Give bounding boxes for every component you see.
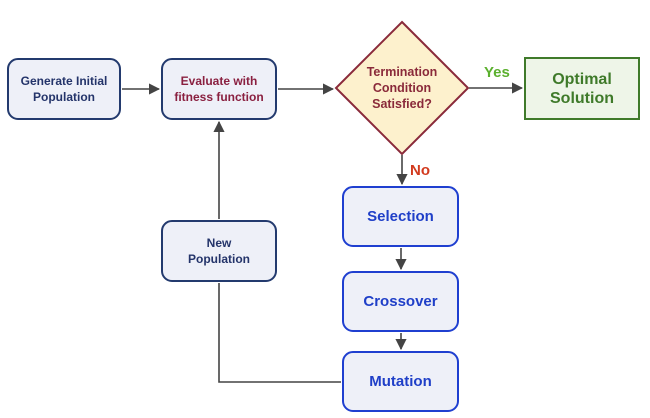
node-termination-condition: Termination Condition Satisfied? [366,65,438,111]
decision-diamond [334,20,470,156]
node-mutation: Mutation [342,351,459,412]
node-optimal-solution: Optimal Solution [524,57,640,120]
edge-label-yes: Yes [484,64,510,81]
node-new-population: New Population [161,220,277,282]
edge-label-no: No [410,162,430,179]
node-generate-initial-population: Generate Initial Population [7,58,121,120]
node-selection: Selection [342,186,459,247]
connector-mutation-to-new-population [218,283,341,383]
node-crossover: Crossover [342,271,459,332]
node-evaluate-fitness: Evaluate with fitness function [161,58,277,120]
